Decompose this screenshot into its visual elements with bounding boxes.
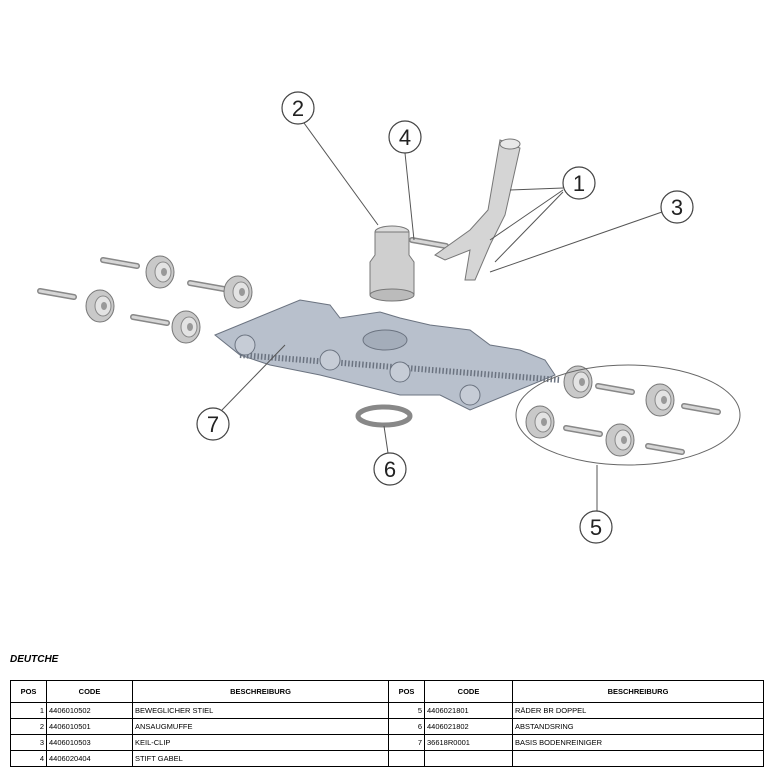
- callout-1: 1: [562, 166, 596, 200]
- pos-cell: 1: [10, 702, 47, 719]
- table-header: POS CODE BESCHREIBURG: [10, 680, 389, 703]
- svg-text:3: 3: [671, 195, 683, 220]
- pos-cell: 2: [10, 718, 47, 735]
- table-header: POS CODE BESCHREIBURG: [388, 680, 764, 703]
- svg-text:6: 6: [384, 457, 396, 482]
- code-cell: 4406010501: [46, 718, 133, 735]
- wheels-left: [40, 255, 253, 344]
- desc-cell: KEIL-CLIP: [132, 734, 389, 751]
- exploded-parts-diagram: 1 2 3 4 5 6 7: [0, 91, 741, 544]
- pos-cell: 5: [388, 702, 425, 719]
- callout-7: 7: [196, 407, 230, 441]
- movable-handle: [434, 138, 521, 281]
- code-cell: 36618R0001: [424, 734, 513, 751]
- section-title: DEUTCHE: [10, 654, 59, 665]
- fork-pin: [412, 240, 446, 246]
- desc-cell: STIFT GABEL: [132, 750, 389, 767]
- header-pos: POS: [388, 680, 425, 703]
- spacer-ring: [355, 404, 413, 428]
- header-desc: BESCHREIBURG: [132, 680, 389, 703]
- pos-cell: 4: [10, 750, 47, 767]
- code-cell: 4406021801: [424, 702, 513, 719]
- svg-text:7: 7: [207, 412, 219, 437]
- code-cell: 4406010503: [46, 734, 133, 751]
- svg-text:1: 1: [573, 171, 585, 196]
- leader-lines: [221, 122, 663, 511]
- header-code: CODE: [424, 680, 513, 703]
- code-cell: [424, 750, 513, 767]
- code-cell: 4406010502: [46, 702, 133, 719]
- pos-cell: 3: [10, 734, 47, 751]
- callout-5: 5: [579, 510, 613, 544]
- desc-cell: ABSTANDSRING: [512, 718, 764, 735]
- wheels-right: [515, 364, 741, 466]
- header-code: CODE: [46, 680, 133, 703]
- svg-text:4: 4: [399, 125, 411, 150]
- code-cell: 4406020404: [46, 750, 133, 767]
- svg-text:2: 2: [292, 96, 304, 121]
- table-row: [388, 750, 764, 767]
- callout-3: 3: [660, 190, 694, 224]
- header-desc: BESCHREIBURG: [512, 680, 764, 703]
- pos-cell: 6: [388, 718, 425, 735]
- header-pos: POS: [10, 680, 47, 703]
- suction-sleeve: [369, 225, 415, 302]
- callout-6: 6: [373, 452, 407, 486]
- svg-text:5: 5: [590, 515, 602, 540]
- base-floor-cleaner: [214, 299, 561, 411]
- code-cell: 4406021802: [424, 718, 513, 735]
- desc-cell: ANSAUGMUFFE: [132, 718, 389, 735]
- callout-2: 2: [281, 91, 315, 125]
- pos-cell: 7: [388, 734, 425, 751]
- callout-4: 4: [388, 120, 422, 154]
- pos-cell: [388, 750, 425, 767]
- desc-cell: RÄDER BR DOPPEL: [512, 702, 764, 719]
- desc-cell: BEWEGLICHER STIEL: [132, 702, 389, 719]
- desc-cell: BASIS BODENREINIGER: [512, 734, 764, 751]
- desc-cell: [512, 750, 764, 767]
